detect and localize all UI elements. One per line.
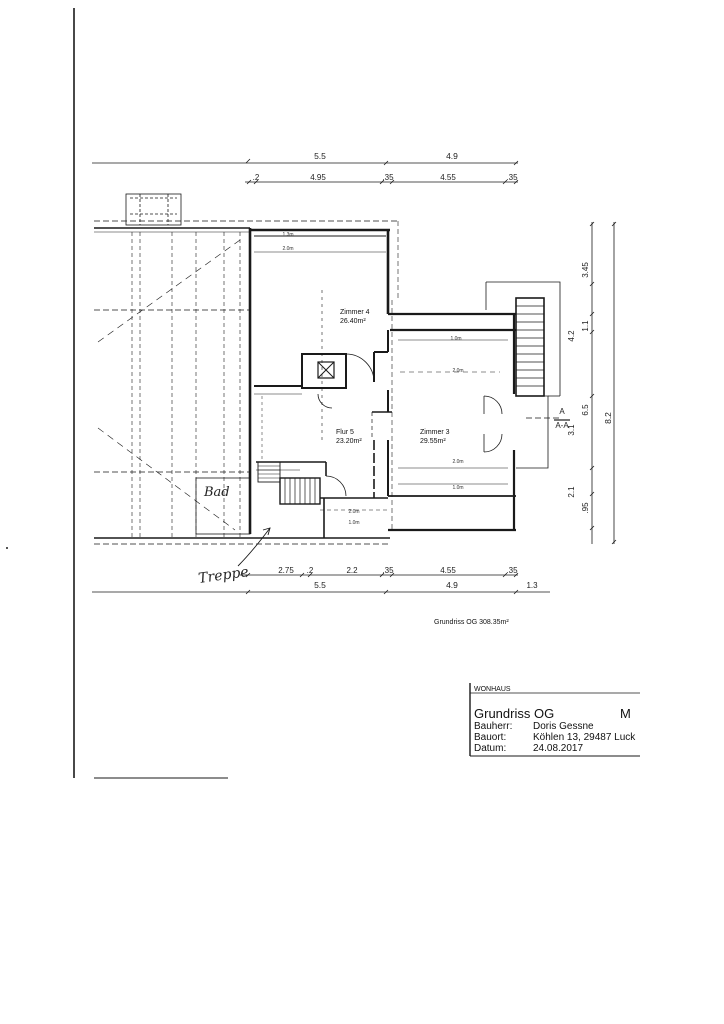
dim-right-3: 1.1 xyxy=(581,320,590,332)
right-dimension-texts: 3.45 4.2 1.1 3.1 6.5 2.1 .95 8.2 xyxy=(567,262,613,514)
dim-bottom-outer-3: 1.3 xyxy=(526,581,538,590)
room-area-flur-5: 23.20m² xyxy=(336,438,362,445)
small-dim-7: 2.0m xyxy=(348,509,359,515)
section-marker-label: A-A xyxy=(555,421,569,430)
stairs-annotation-arrow xyxy=(237,527,271,567)
room-name-zimmer-3: Zimmer 3 xyxy=(420,429,450,436)
room-name-flur-5: Flur 5 xyxy=(336,429,354,436)
small-dim-8: 1.0m xyxy=(348,520,359,526)
dim-right-7: .95 xyxy=(581,502,590,514)
small-dim-5: 2.0m xyxy=(452,459,463,465)
interior-walls xyxy=(254,235,508,538)
handwritten-bath-label: Bad xyxy=(203,485,230,500)
small-dim-2: 2.0m xyxy=(282,246,293,252)
dim-top-outer-2: 4.9 xyxy=(446,151,458,161)
title-block-title-suffix: M xyxy=(620,706,631,721)
dim-top-outer-1: 5.5 xyxy=(314,151,326,161)
section-marker-letter: A xyxy=(559,407,565,416)
door-swings xyxy=(317,353,503,497)
interior-small-dimensions: 1.3m 2.0m 1.0m 2.0m 2.0m 1.0m 2.0m 1.0m xyxy=(282,232,463,526)
title-block-header: WONHAUS xyxy=(474,686,511,693)
dim-top-inner-5: .35 xyxy=(506,173,518,182)
title-block xyxy=(469,683,640,757)
top-dimension-texts: 5.5 4.9 .2 4.95 .35 4.55 .35 xyxy=(253,151,518,182)
chimney xyxy=(125,193,182,226)
small-dim-4: 2.0m xyxy=(452,368,463,374)
title-block-bauort-value: Köhlen 13, 29487 Luck xyxy=(533,732,636,743)
dim-bottom-outer-2: 4.9 xyxy=(446,580,458,590)
dim-right-6: 2.1 xyxy=(567,486,576,498)
title-block-title: Grundriss OG xyxy=(474,706,554,721)
dim-right-2: 4.2 xyxy=(567,330,576,342)
room-area-zimmer-3: 29.55m² xyxy=(420,438,446,445)
small-dim-3: 1.0m xyxy=(450,336,461,342)
dim-bottom-inner-1: 2.75 xyxy=(278,566,294,575)
sheet-border xyxy=(6,8,228,779)
title-block-bauherr-label: Bauherr: xyxy=(474,721,512,732)
exterior-walls xyxy=(248,221,516,534)
handwritten-stairs-label: Treppe xyxy=(197,564,249,587)
dim-right-1: 3.45 xyxy=(581,262,590,278)
section-marker xyxy=(526,417,570,421)
bottom-dimension-texts: 2.75 .2 2.2 .35 4.55 .35 5.5 4.9 1.3 xyxy=(278,566,538,590)
left-attic-area xyxy=(94,220,398,545)
small-dim-6: 1.0m xyxy=(452,485,463,491)
dim-bottom-outer-1: 5.5 xyxy=(314,580,326,590)
right-dimension-lines xyxy=(589,221,617,545)
dim-bottom-inner-2: .2 xyxy=(307,566,314,575)
room-name-zimmer-4: Zimmer 4 xyxy=(340,309,370,316)
title-block-bauort-label: Bauort: xyxy=(474,732,506,743)
dim-right-4: 3.1 xyxy=(567,424,576,436)
dim-bottom-inner-5: 4.55 xyxy=(440,566,456,575)
room-area-zimmer-4: 26.40m² xyxy=(340,318,366,325)
dim-bottom-inner-4: .35 xyxy=(382,566,394,575)
dim-bottom-inner-6: .35 xyxy=(506,566,518,575)
dim-top-inner-3: .35 xyxy=(382,173,394,182)
dim-bottom-inner-3: 2.2 xyxy=(346,566,358,575)
chimney-shaft xyxy=(301,353,347,389)
bottom-dimension-lines xyxy=(92,572,550,595)
plan-caption: Grundriss OG 308.35m² xyxy=(434,619,509,626)
title-block-datum-value: 24.08.2017 xyxy=(533,743,583,754)
room-labels: Zimmer 4 26.40m² Flur 5 23.20m² Zimmer 3… xyxy=(336,309,450,445)
dim-top-inner-1: .2 xyxy=(253,173,260,182)
left-staircase xyxy=(257,461,321,505)
right-staircase xyxy=(485,281,561,469)
title-block-datum-label: Datum: xyxy=(474,743,506,754)
title-block-bauherr-value: Doris Gessne xyxy=(533,721,594,732)
dim-top-inner-2: 4.95 xyxy=(310,173,326,182)
dim-right-outer: 8.2 xyxy=(603,412,613,424)
dim-right-5: 6.5 xyxy=(581,404,590,416)
top-dimension-lines xyxy=(92,158,519,185)
dim-top-inner-4: 4.55 xyxy=(440,173,456,182)
small-dim-1: 1.3m xyxy=(282,232,293,238)
